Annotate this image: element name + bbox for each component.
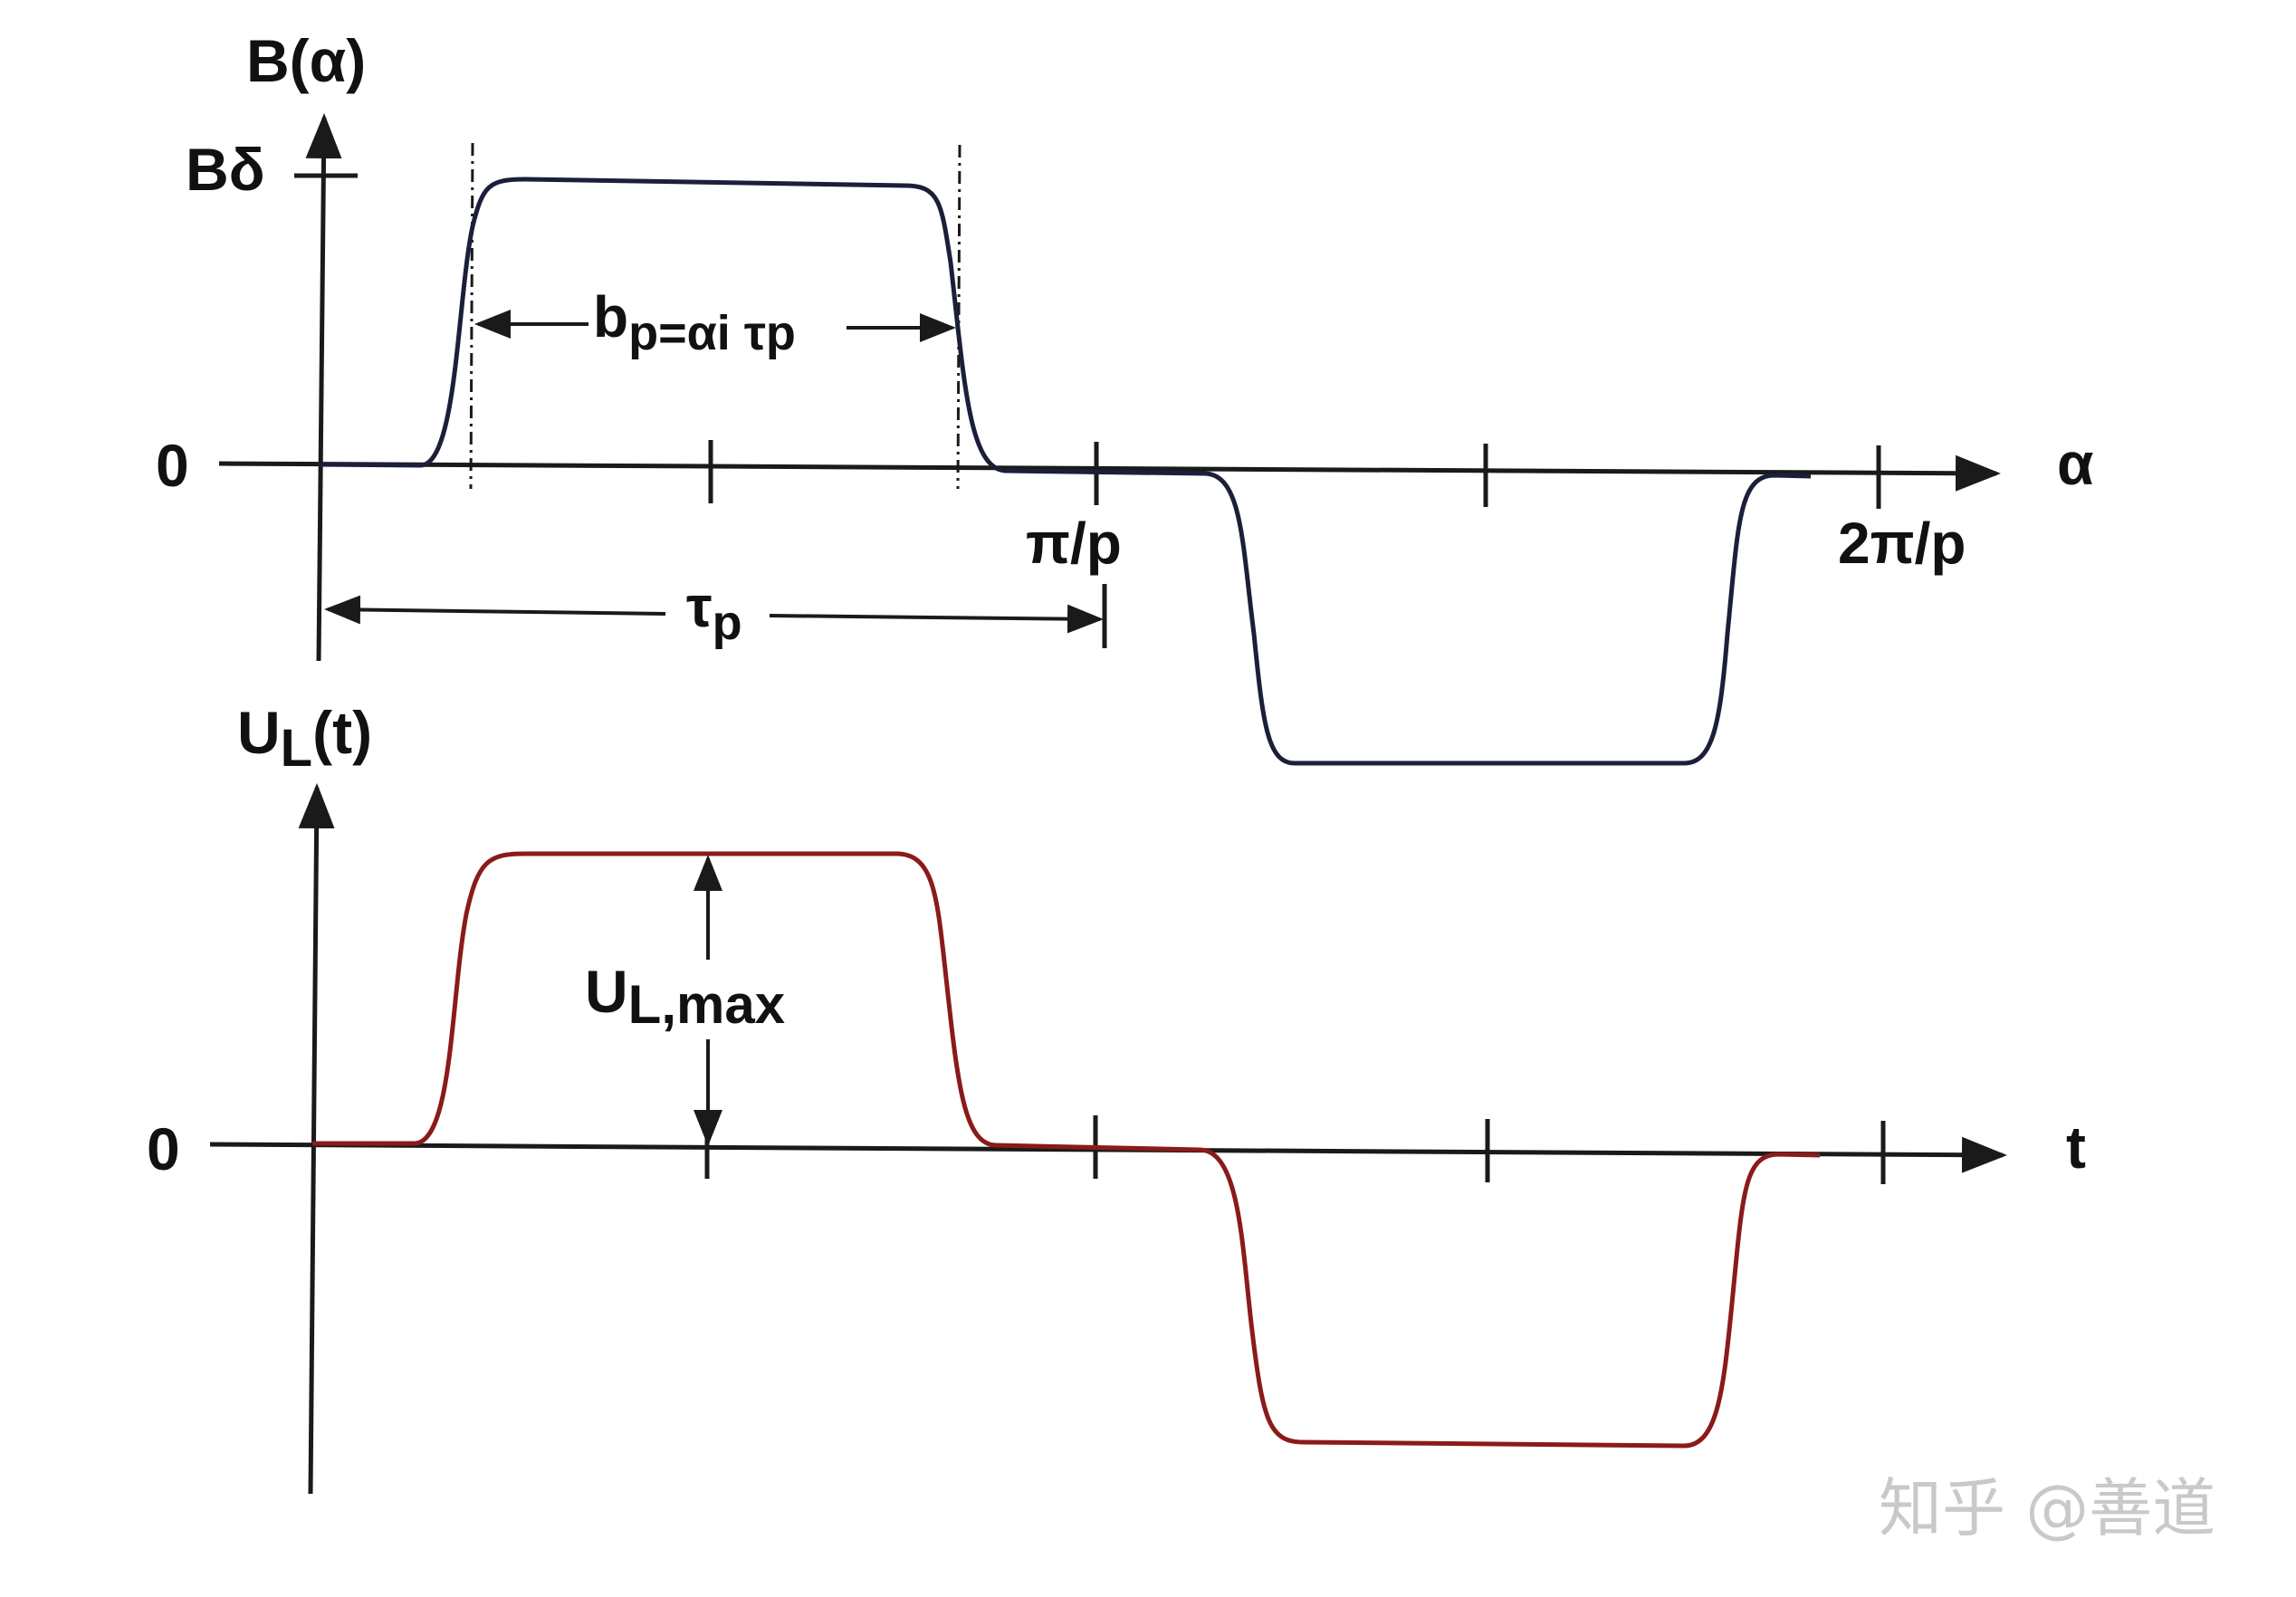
bottom-waveform-curve	[312, 851, 1821, 1449]
tick-label-2pi-p: 2π/p	[1838, 511, 1966, 576]
b-delta-label: Bδ	[186, 136, 265, 203]
top-x-label: α	[2057, 430, 2094, 497]
bp-label: bp=αi τp	[593, 284, 796, 360]
top-left-guide	[469, 142, 474, 490]
bottom-zero-label: 0	[147, 1115, 180, 1182]
top-y-label: B(α)	[246, 27, 366, 94]
amplitude-label: UL,max	[585, 958, 785, 1035]
top-y-axis	[305, 113, 342, 662]
tick-label-pi-p: π/p	[1026, 511, 1122, 576]
top-right-guide	[956, 144, 961, 490]
taup-label: τp	[686, 574, 742, 650]
top-waveform-curve	[318, 177, 1812, 766]
bottom-y-axis	[298, 783, 335, 1495]
top-zero-label: 0	[156, 432, 189, 499]
taup-arrow-right	[769, 604, 1104, 634]
bottom-y-label: UL(t)	[237, 699, 372, 778]
taup-arrow-left	[324, 595, 666, 625]
bottom-x-label: t	[2066, 1114, 2086, 1181]
top-x-axis	[218, 454, 2001, 492]
watermark: 知乎 @善道	[1879, 1471, 2215, 1545]
